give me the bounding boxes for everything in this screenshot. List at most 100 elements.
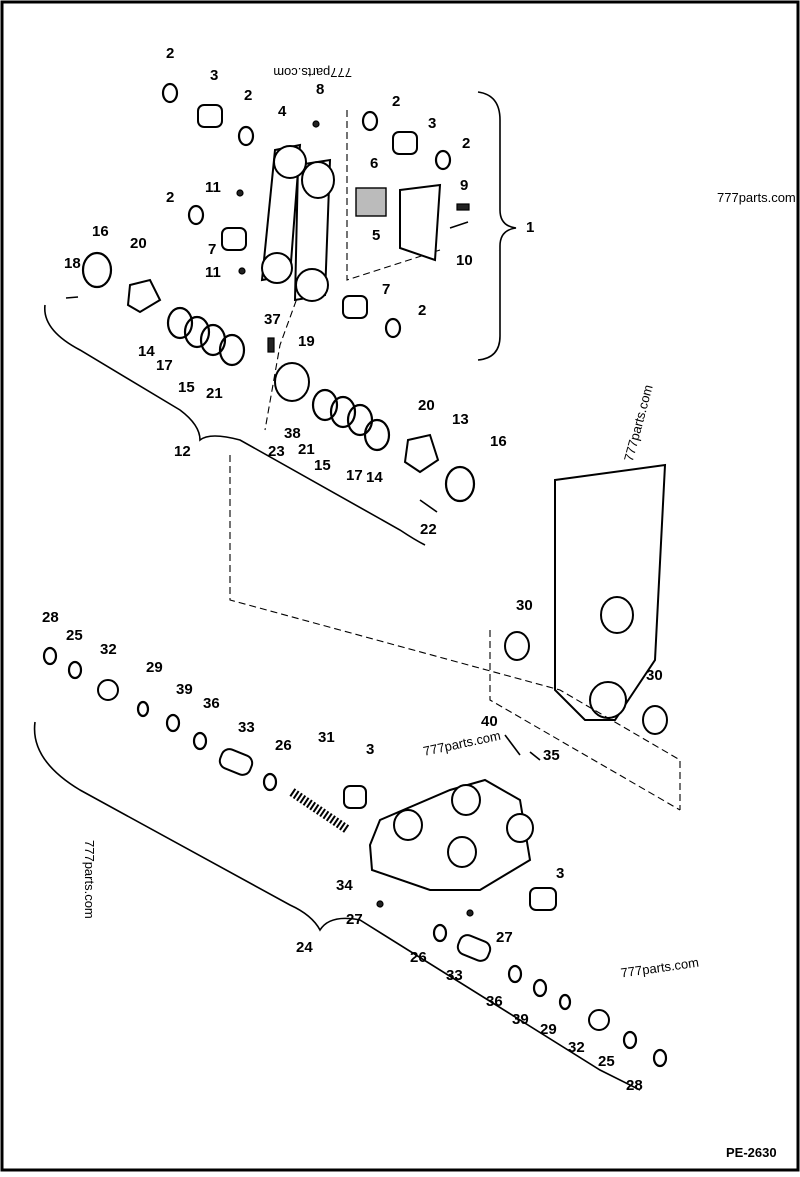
callout-label: 9 (460, 177, 468, 194)
collar (403, 433, 440, 474)
callout-label: 33 (238, 719, 255, 736)
washer (444, 465, 476, 503)
callout-label: 2 (166, 45, 174, 62)
pin (65, 296, 79, 299)
spring-cap (588, 1009, 610, 1031)
callout-label: 32 (100, 641, 117, 658)
bolt (267, 337, 275, 353)
shim (218, 333, 246, 367)
callout-label: 2 (392, 93, 400, 110)
callout-label: 25 (66, 627, 83, 644)
clamp-block (355, 187, 387, 217)
group-brace (33, 721, 641, 1091)
coupler-bore (393, 809, 423, 841)
callout-label: 6 (370, 155, 378, 172)
callout-label: 23 (268, 443, 285, 460)
drawing-number: PE-2630 (726, 1145, 777, 1160)
callout-label: 26 (275, 737, 292, 754)
bushing (342, 295, 368, 319)
link-eye (301, 161, 335, 199)
pin-group-assembly (44, 251, 476, 546)
callout-label: 2 (166, 189, 174, 206)
callout-label: 21 (298, 441, 315, 458)
spring (289, 788, 351, 834)
link-assembly (161, 82, 517, 431)
washer (507, 964, 523, 984)
callout-label: 12 (174, 443, 191, 460)
excavator-arm (554, 463, 667, 721)
callout-label: 36 (486, 993, 503, 1010)
bolt (456, 203, 470, 211)
callout-label: 37 (264, 311, 281, 328)
callout-label: 2 (462, 135, 470, 152)
callout-label: 27 (496, 929, 513, 946)
group-brace (44, 304, 426, 546)
callout-label: 13 (452, 411, 469, 428)
guide-line (264, 289, 301, 431)
callout-label: 26 (410, 949, 427, 966)
washer (165, 713, 181, 733)
watermark: 777parts.com (273, 65, 352, 80)
callout-label: 18 (64, 255, 81, 272)
shim (199, 323, 227, 357)
link-eye (273, 145, 307, 179)
washer (432, 923, 448, 943)
washer (532, 978, 548, 998)
bolt (419, 499, 438, 513)
callout-label: 14 (366, 469, 383, 486)
callout-label: 28 (626, 1077, 643, 1094)
washer (81, 251, 113, 289)
callout-label: 24 (296, 939, 313, 956)
callout-label: 2 (418, 302, 426, 319)
arm-pin-boss (589, 681, 627, 719)
callout-label: 22 (420, 521, 437, 538)
guide-line (346, 110, 441, 281)
callout-label: 30 (516, 597, 533, 614)
callout-label: 27 (346, 911, 363, 928)
o-ring (384, 317, 402, 339)
bolt (504, 734, 521, 756)
o-ring (434, 149, 452, 171)
callout-label: 16 (490, 433, 507, 450)
callout-label: 17 (156, 357, 173, 374)
callout-label: 32 (568, 1039, 585, 1056)
shim (363, 418, 391, 452)
callout-label: 15 (178, 379, 195, 396)
coupler-bore (447, 836, 477, 868)
arm-section (229, 455, 681, 811)
callout-label: 35 (543, 747, 560, 764)
callout-label: 14 (138, 343, 155, 360)
group-brace (477, 91, 517, 361)
coupler-body (368, 778, 532, 891)
callout-label: 20 (130, 235, 147, 252)
watermark: 777parts.com (621, 383, 656, 463)
washer (192, 731, 208, 751)
pin-boss (274, 362, 310, 402)
callout-label: 39 (176, 681, 193, 698)
guide-line (489, 630, 681, 811)
snap-ring (136, 700, 150, 718)
shim (329, 395, 357, 429)
callout-label: 3 (366, 741, 374, 758)
bushing (392, 131, 418, 155)
callout-label: 3 (210, 67, 218, 84)
callout-label: 15 (314, 457, 331, 474)
coupler-assembly (33, 646, 668, 1091)
callout-label: 7 (382, 281, 390, 298)
grease-fitting (238, 267, 246, 275)
callout-label: 2 (244, 87, 252, 104)
callout-label: 39 (512, 1011, 529, 1028)
snap-ring (652, 1048, 668, 1068)
callout-label: 40 (481, 713, 498, 730)
callout-label: 8 (316, 81, 324, 98)
snap-ring (622, 1030, 638, 1050)
callout-label: 19 (298, 333, 315, 350)
snap-ring (67, 660, 83, 680)
washer (262, 772, 278, 792)
grease-fitting (312, 120, 320, 128)
callout-label: 36 (203, 695, 220, 712)
shim (166, 306, 194, 340)
